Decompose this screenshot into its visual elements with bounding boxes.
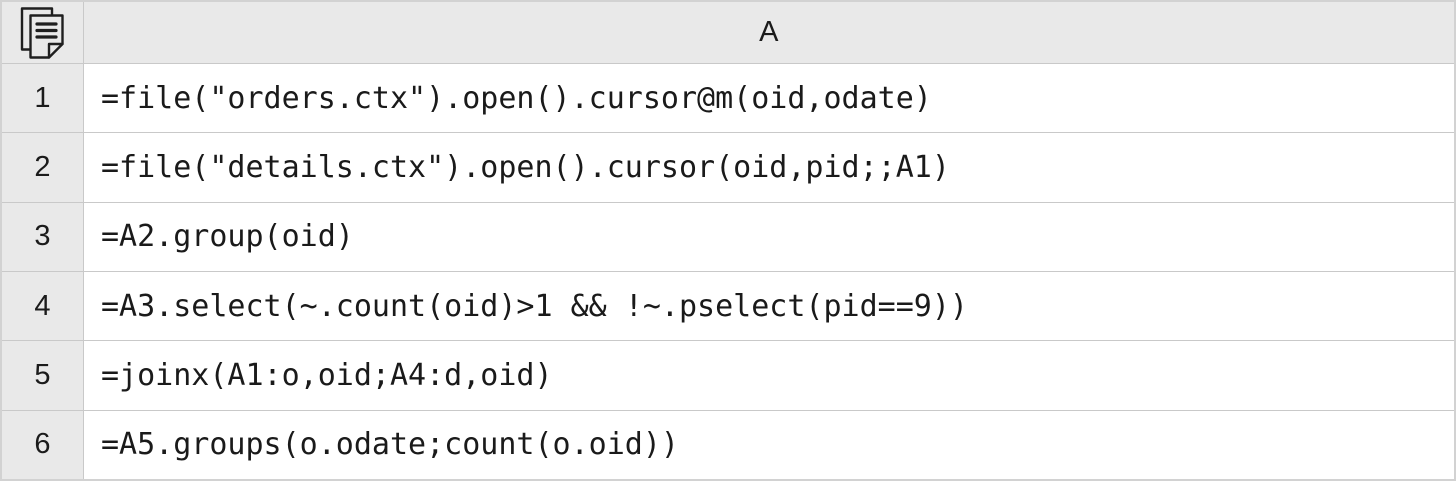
- row-header-6[interactable]: 6: [2, 410, 83, 479]
- cell-A4[interactable]: =A3.select(~.count(oid)>1 && !~.pselect(…: [84, 272, 1454, 341]
- column-header-A[interactable]: A: [84, 2, 1454, 63]
- row-header-1[interactable]: 1: [2, 64, 83, 133]
- cell-A3[interactable]: =A2.group(oid): [84, 202, 1454, 271]
- folded-corner-shape: [47, 42, 64, 59]
- row-header-5[interactable]: 5: [2, 341, 83, 410]
- row-header-3[interactable]: 3: [2, 202, 83, 271]
- sheet-corner-cell[interactable]: [2, 2, 83, 63]
- text-lines-shape: [34, 21, 58, 39]
- copy-pages-icon: [20, 6, 64, 59]
- cell-A5[interactable]: =joinx(A1:o,oid;A4:d,oid): [84, 341, 1454, 410]
- row-header-2[interactable]: 2: [2, 133, 83, 202]
- cell-A1[interactable]: =file("orders.ctx").open().cursor@m(oid,…: [84, 64, 1454, 133]
- cell-A6[interactable]: =A5.groups(o.odate;count(o.oid)): [84, 410, 1454, 479]
- row-header-4[interactable]: 4: [2, 272, 83, 341]
- cell-A2[interactable]: =file("details.ctx").open().cursor(oid,p…: [84, 133, 1454, 202]
